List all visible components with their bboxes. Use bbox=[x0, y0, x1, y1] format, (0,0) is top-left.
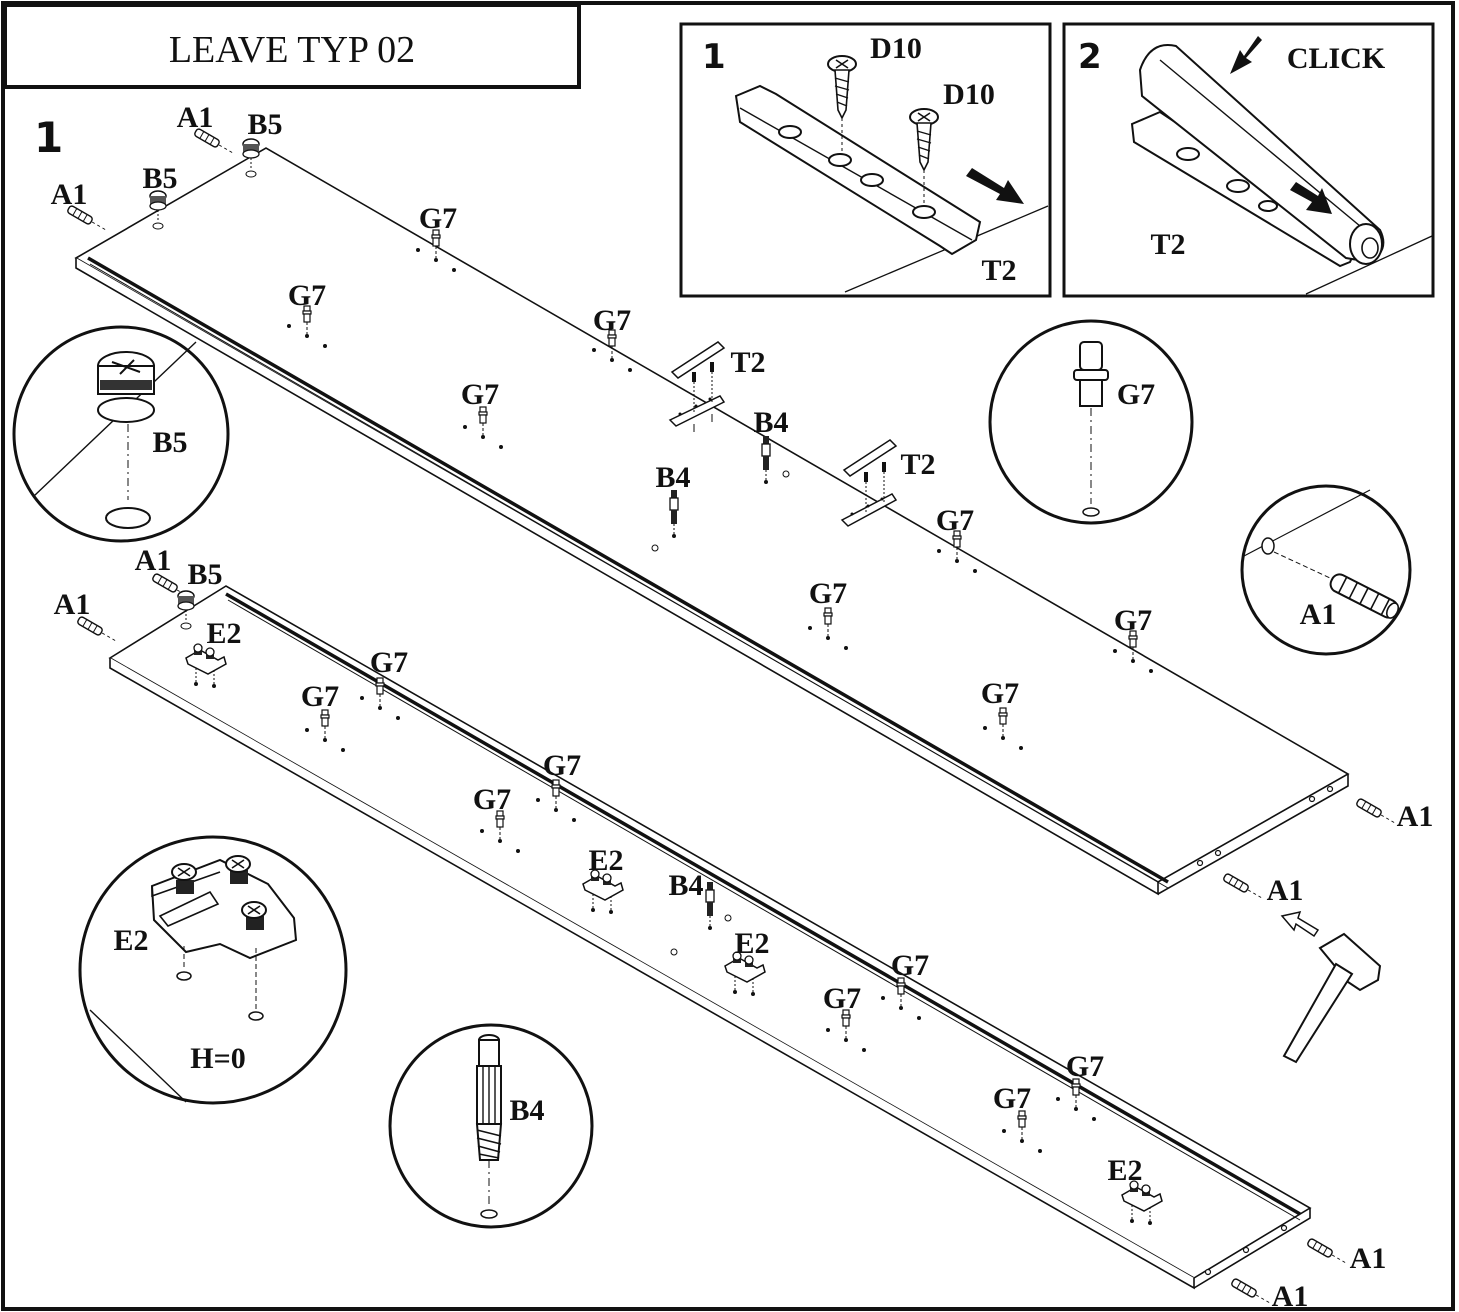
a1-dowel-icon bbox=[1355, 797, 1398, 828]
b5-label: B5 bbox=[187, 558, 222, 591]
screw-d10-icon bbox=[827, 55, 857, 152]
detail-circle-a1: A1 bbox=[1240, 484, 1412, 656]
t2-label: T2 bbox=[900, 448, 935, 481]
a1-dowel-icon bbox=[1306, 1237, 1349, 1268]
g7-dowel-label: G7 bbox=[891, 949, 929, 982]
g7-dowel-label: G7 bbox=[993, 1082, 1031, 1115]
g7-dowel-label: G7 bbox=[288, 279, 326, 312]
g7-dowel-label: G7 bbox=[461, 378, 499, 411]
a1-dowel-icon bbox=[1230, 1277, 1273, 1308]
g7-dowel-label: G7 bbox=[1066, 1050, 1104, 1083]
detail-circle-b4: B4 bbox=[388, 1023, 594, 1229]
inset-1-screw-label-b: D10 bbox=[943, 78, 995, 111]
b5-label: B5 bbox=[142, 162, 177, 195]
inset-2-number: 2 bbox=[1078, 37, 1102, 77]
lower-panel bbox=[108, 585, 1312, 1290]
dowel-holes bbox=[1196, 785, 1334, 1276]
arrow-icon bbox=[966, 168, 1024, 204]
arrow-icon bbox=[1290, 182, 1332, 214]
e2-connector-label: E2 bbox=[206, 617, 241, 650]
inset-1-number: 1 bbox=[702, 37, 726, 77]
g7-dowel-label: G7 bbox=[1114, 604, 1152, 637]
click-arrow-icon bbox=[1230, 36, 1262, 74]
a1-dowel-label: A1 bbox=[1350, 1242, 1387, 1275]
title-box bbox=[3, 3, 581, 89]
click-label: CLICK bbox=[1287, 42, 1386, 75]
detail-e2-note: H=0 bbox=[190, 1042, 245, 1075]
detail-g7-label: G7 bbox=[1117, 378, 1155, 411]
detail-b5-label: B5 bbox=[152, 426, 187, 459]
g7-dowel-label: G7 bbox=[419, 202, 457, 235]
a1-dowel-label: A1 bbox=[1397, 800, 1434, 833]
a1-dowel-icon bbox=[1222, 872, 1265, 903]
t2-damper-icon bbox=[668, 341, 726, 432]
t2-label: T2 bbox=[730, 346, 765, 379]
detail-e2-label: E2 bbox=[113, 924, 148, 957]
b4-label: B4 bbox=[668, 869, 703, 902]
a1-dowel-label: A1 bbox=[135, 544, 172, 577]
detail-circle-b5: B5 bbox=[12, 325, 230, 543]
e2-connector-label: E2 bbox=[734, 927, 769, 960]
inset-1-screw-label-a: D10 bbox=[870, 32, 922, 65]
screw-d10-icon bbox=[909, 108, 939, 204]
g7-dowel-label: G7 bbox=[543, 749, 581, 782]
e2-connector-label: E2 bbox=[1107, 1154, 1142, 1187]
detail-a1-label: A1 bbox=[1300, 598, 1337, 631]
step-1-number: 1 bbox=[34, 113, 63, 162]
g7-dowel-label: G7 bbox=[809, 577, 847, 610]
g7-dowel-label: G7 bbox=[593, 304, 631, 337]
g7-dowel-label: G7 bbox=[301, 680, 339, 713]
g7-dowel-label: G7 bbox=[936, 504, 974, 537]
b5-label: B5 bbox=[247, 108, 282, 141]
detail-b4-label: B4 bbox=[509, 1094, 544, 1127]
t2-damper-icon bbox=[840, 439, 898, 527]
a1-dowel-label: A1 bbox=[54, 588, 91, 621]
g7-dowel-label: G7 bbox=[823, 982, 861, 1015]
hammer-icon bbox=[1280, 910, 1382, 1064]
a1-dowel-label: A1 bbox=[51, 178, 88, 211]
a1-dowel-label: A1 bbox=[177, 101, 214, 134]
e2-connector-label: E2 bbox=[588, 844, 623, 877]
inset-panel-1: 1 D10 D10 T2 bbox=[679, 22, 1052, 298]
detail-circle-e2: E2 H=0 bbox=[78, 835, 348, 1105]
detail-circle-g7: G7 bbox=[988, 319, 1194, 525]
title: LEAVE TYP 02 bbox=[169, 29, 415, 71]
inset-panel-2: 2 CLICK T2 bbox=[1062, 22, 1435, 298]
g7-dowel-label: G7 bbox=[473, 783, 511, 816]
upper-panel bbox=[74, 147, 1350, 896]
g7-dowel-label: G7 bbox=[370, 646, 408, 679]
a1-dowel-label: A1 bbox=[1272, 1280, 1309, 1312]
arrow-icon bbox=[1280, 910, 1320, 938]
b4-label: B4 bbox=[655, 461, 690, 494]
g7-dowel-label: G7 bbox=[981, 677, 1019, 710]
a1-dowel-label: A1 bbox=[1267, 874, 1304, 907]
inset-2-part-label: T2 bbox=[1150, 228, 1185, 261]
b4-label: B4 bbox=[753, 406, 788, 439]
inset-1-part-label: T2 bbox=[981, 254, 1016, 287]
